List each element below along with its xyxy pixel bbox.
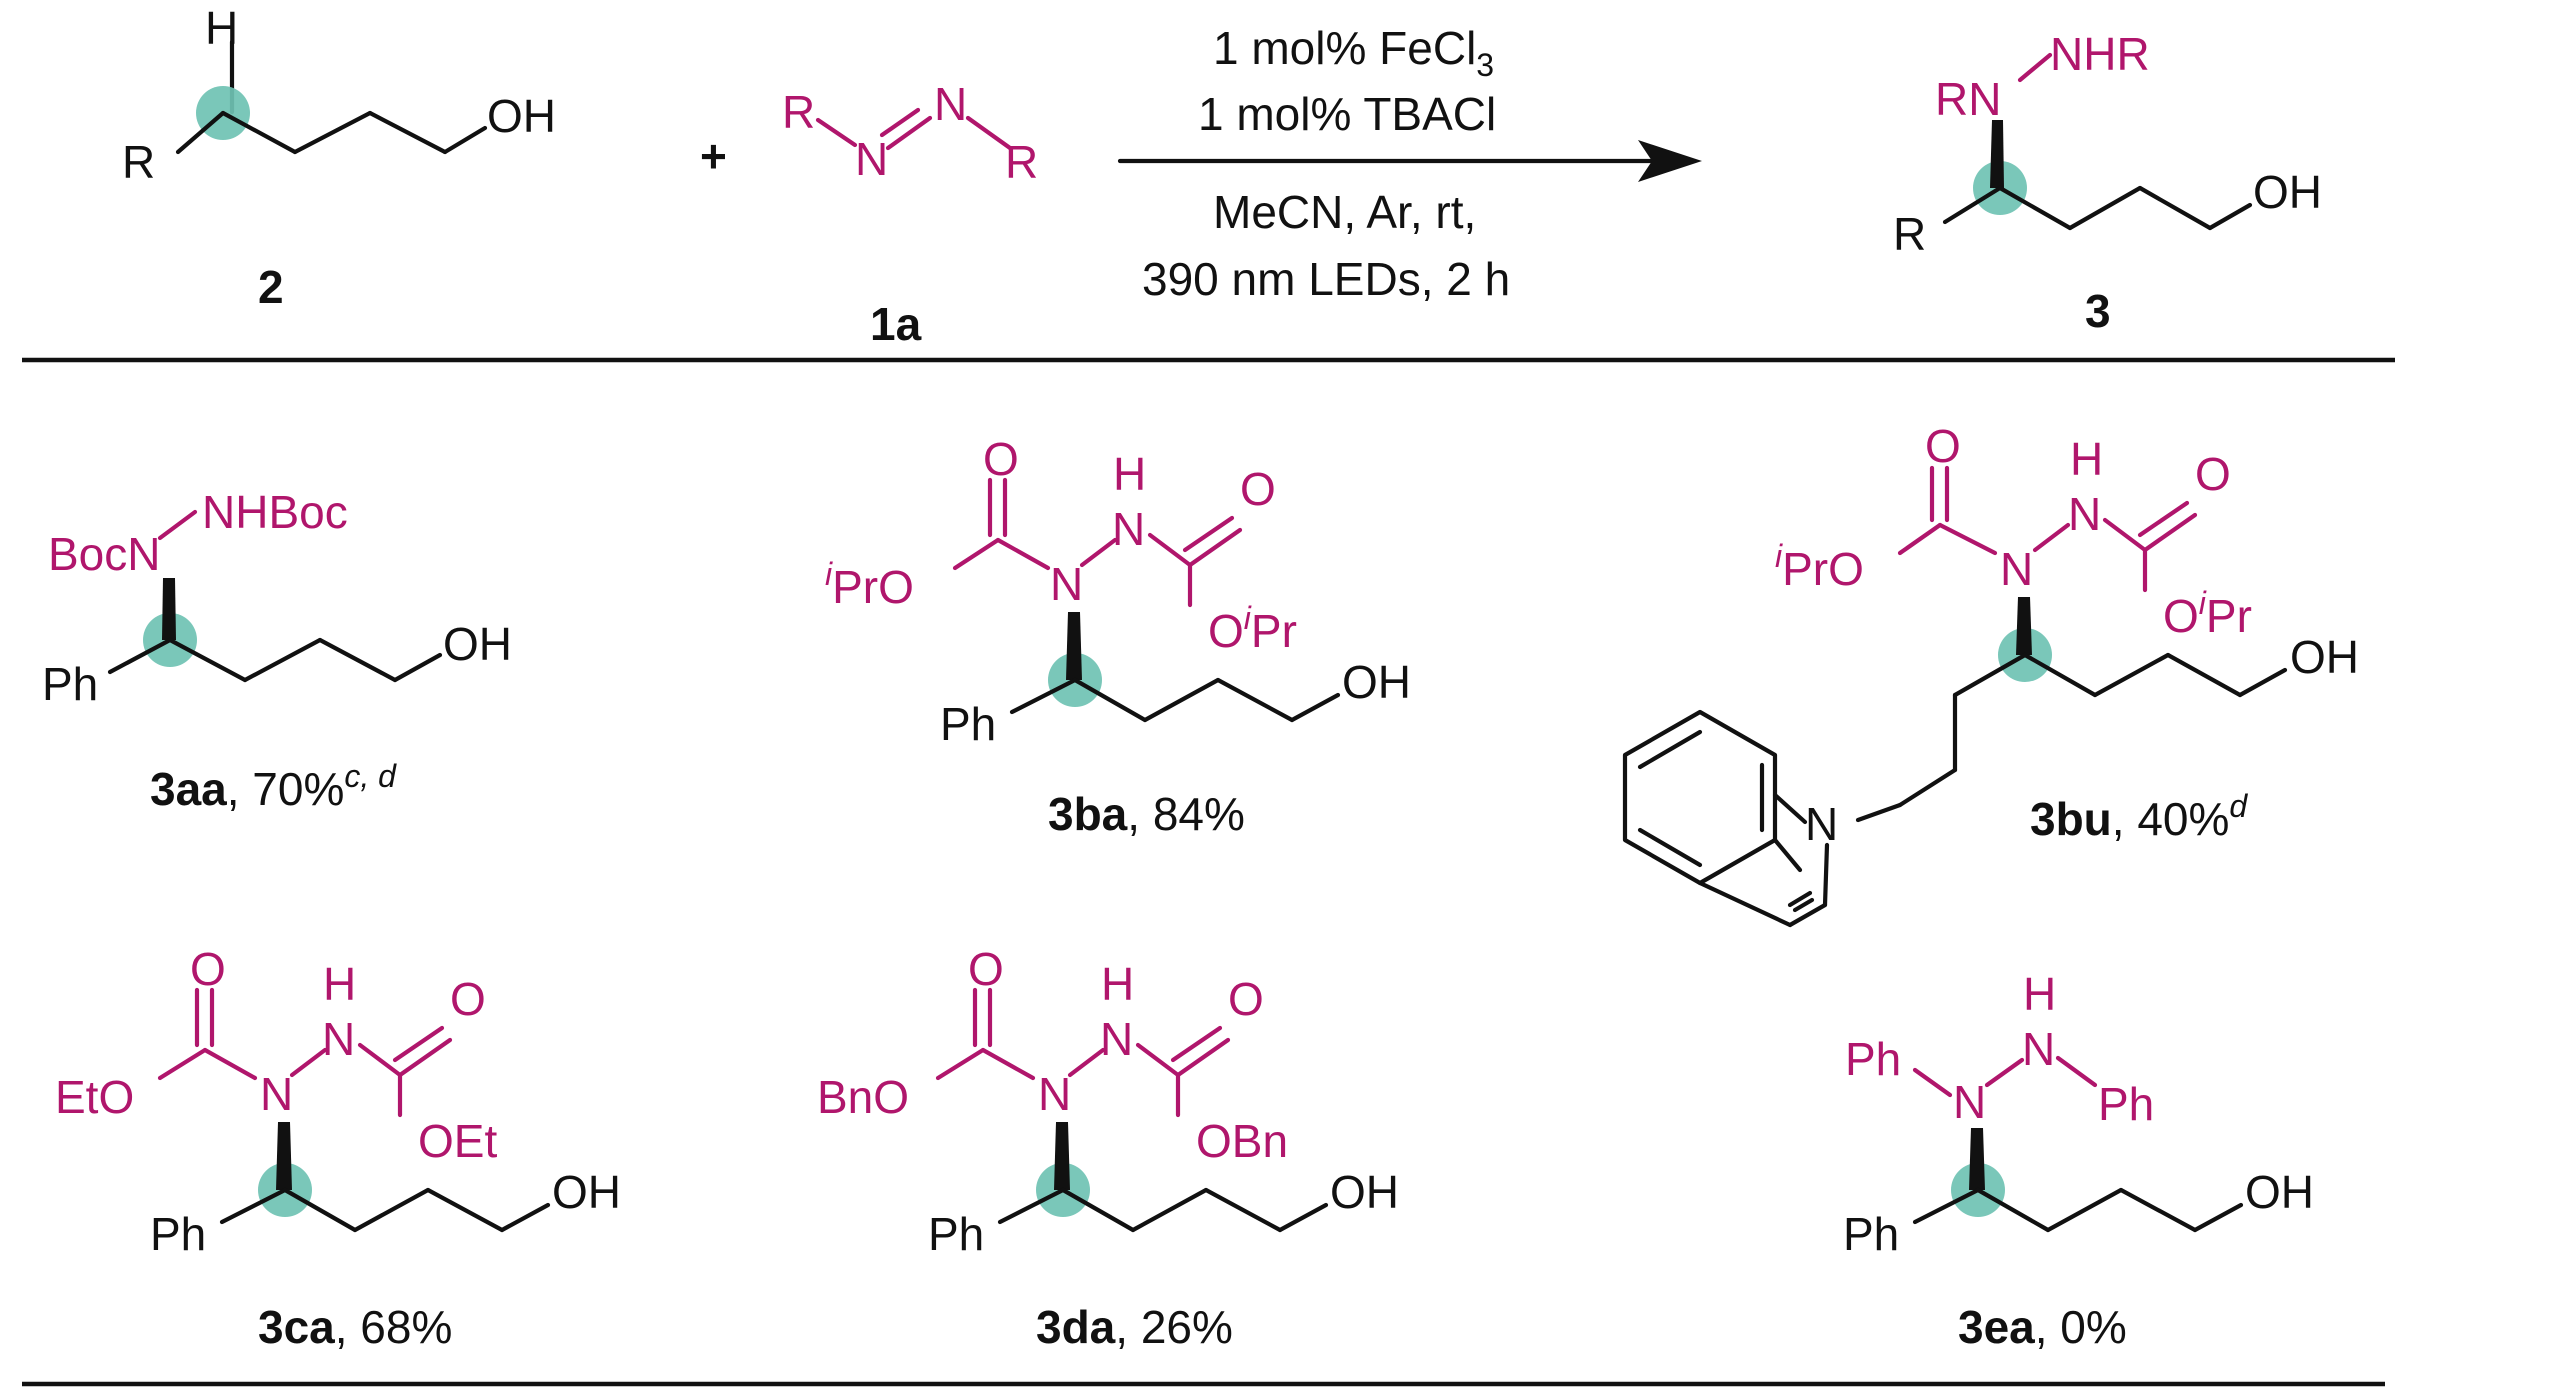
svg-text:EtO: EtO: [55, 1071, 134, 1123]
reaction-arrow-head: [1638, 140, 1702, 182]
svg-text:H: H: [1101, 958, 1134, 1010]
svg-text:H: H: [1113, 448, 1146, 500]
starting-alcohol-2: H R OH 2: [122, 2, 556, 313]
svg-text:O: O: [2195, 448, 2231, 500]
svg-text:OiPr: OiPr: [2163, 585, 2252, 642]
svg-text:N: N: [1050, 558, 1083, 610]
svg-text:O: O: [1240, 463, 1276, 515]
svg-text:Ph: Ph: [42, 658, 98, 710]
product-r: R: [1893, 208, 1926, 260]
conditions-line-2: 1 mol% TBACl: [1198, 88, 1496, 140]
product-oh: OH: [2253, 166, 2322, 218]
svg-text:H: H: [2070, 433, 2103, 485]
conditions-line-3: MeCN, Ar, rt,: [1213, 186, 1476, 238]
compound-caption-3ea: 3ea, 0%: [1958, 1301, 2127, 1353]
svg-text:OiPr: OiPr: [1208, 600, 1297, 657]
atom-h: H: [205, 2, 238, 54]
svg-text:O: O: [968, 943, 1004, 995]
conditions-line-4: 390 nm LEDs, 2 h: [1142, 253, 1510, 305]
compound-3ba: O iPrO N N H O OiPr Ph OH 3ba, 84%: [825, 433, 1411, 840]
compound-label-2: 2: [258, 261, 284, 313]
product-rn: RN: [1935, 73, 2001, 125]
svg-text:O: O: [983, 433, 1019, 485]
azo-n-left: N: [855, 133, 888, 185]
compound-caption-3da: 3da, 26%: [1036, 1301, 1233, 1353]
svg-text:OH: OH: [1342, 656, 1411, 708]
azo-r-right: R: [1005, 136, 1038, 188]
svg-text:BnO: BnO: [817, 1071, 909, 1123]
atom-r: R: [122, 136, 155, 188]
plus-sign: +: [700, 130, 727, 182]
svg-text:N: N: [1805, 798, 1838, 850]
svg-text:N: N: [1112, 503, 1145, 555]
svg-text:Ph: Ph: [928, 1208, 984, 1260]
svg-text:N: N: [2068, 488, 2101, 540]
reaction-conditions: 1 mol% FeCl3 1 mol% TBACl MeCN, Ar, rt, …: [1117, 22, 1702, 305]
svg-text:N: N: [260, 1068, 293, 1120]
compound-3bu: O iPrO N N H O OiPr OH N: [1622, 420, 2359, 928]
svg-text:N: N: [1953, 1076, 1986, 1128]
svg-text:OH: OH: [552, 1166, 621, 1218]
product-nhr: NHR: [2050, 28, 2150, 80]
svg-text:OH: OH: [2290, 631, 2359, 683]
compound-caption-3bu: 3bu, 40%d: [2030, 788, 2248, 845]
product-3: RN NHR R OH 3: [1893, 28, 2322, 337]
svg-text:Ph: Ph: [1845, 1033, 1901, 1085]
svg-text:Ph: Ph: [1843, 1208, 1899, 1260]
svg-text:O: O: [190, 943, 226, 995]
svg-text:OEt: OEt: [418, 1115, 497, 1167]
compound-3ea: Ph N N H Ph Ph OH 3ea, 0%: [1843, 968, 2314, 1353]
atom-oh: OH: [487, 90, 556, 142]
svg-text:OH: OH: [2245, 1166, 2314, 1218]
compound-3ca: O EtO N N H O OEt Ph OH 3ca, 68%: [55, 943, 621, 1353]
compound-3aa: BocN NHBoc Ph OH 3aa, 70%c, d: [42, 486, 512, 815]
svg-text:Ph: Ph: [940, 698, 996, 750]
svg-text:iPrO: iPrO: [825, 556, 914, 613]
svg-text:N: N: [1038, 1068, 1071, 1120]
svg-text:H: H: [2023, 968, 2056, 1020]
svg-text:N: N: [322, 1013, 355, 1065]
azo-reagent-1a: R N N R 1a: [782, 78, 1038, 350]
compound-label-3: 3: [2085, 285, 2111, 337]
svg-text:OH: OH: [1330, 1166, 1399, 1218]
svg-text:Ph: Ph: [150, 1208, 206, 1260]
svg-text:N: N: [2022, 1023, 2055, 1075]
compound-label-1a: 1a: [870, 298, 922, 350]
svg-text:OBn: OBn: [1196, 1115, 1288, 1167]
svg-text:BocN: BocN: [48, 528, 160, 580]
svg-text:N: N: [2000, 543, 2033, 595]
compound-caption-3aa: 3aa, 70%c, d: [150, 758, 397, 815]
compound-caption-3ca: 3ca, 68%: [258, 1301, 452, 1353]
compound-caption-3ba: 3ba, 84%: [1048, 788, 1245, 840]
svg-text:NHBoc: NHBoc: [202, 486, 348, 538]
svg-text:O: O: [1228, 973, 1264, 1025]
svg-text:Ph: Ph: [2098, 1078, 2154, 1130]
svg-text:N: N: [1100, 1013, 1133, 1065]
azo-r-left: R: [782, 86, 815, 138]
azo-n-right: N: [934, 78, 967, 130]
svg-text:O: O: [1925, 420, 1961, 472]
svg-text:O: O: [450, 973, 486, 1025]
svg-text:iPrO: iPrO: [1775, 538, 1864, 595]
conditions-line-1: 1 mol% FeCl3: [1213, 22, 1494, 83]
svg-text:H: H: [323, 958, 356, 1010]
compound-3da: O BnO N N H O OBn Ph OH 3da, 26%: [817, 943, 1399, 1353]
svg-text:OH: OH: [443, 618, 512, 670]
